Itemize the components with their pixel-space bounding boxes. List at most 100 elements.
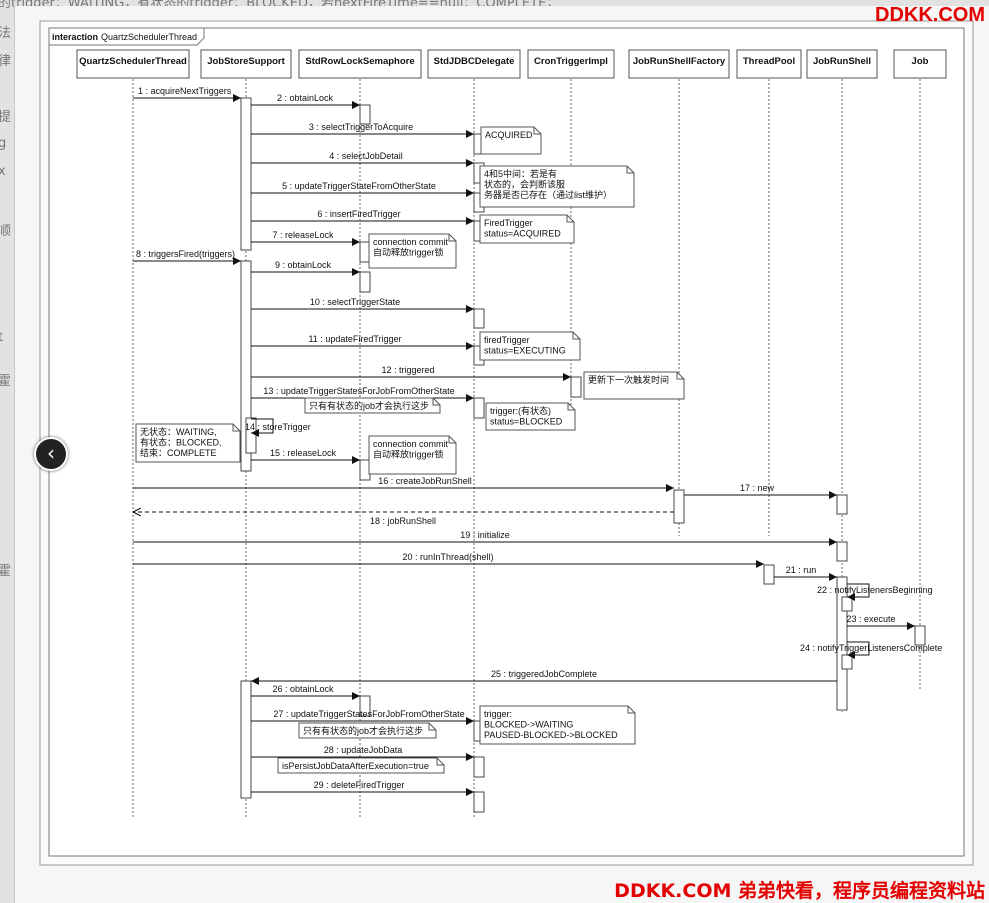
background-text-line: 法 [0,26,12,41]
message-arrow [847,583,870,601]
message: 14 : storeTrigger [245,418,311,437]
note-text: ACQUIRED [485,130,533,140]
lifelines [132,75,921,818]
note-text: FiredTrigger [484,218,533,228]
participant-label: QuartzSchedulerThread [79,56,187,67]
note-box [479,165,635,208]
note: 只有有状态的job才会执行这步 [304,397,441,414]
note-box [479,705,636,745]
participant-box [427,49,521,79]
participant-label: StdJDBCDelegate [434,56,515,67]
note-box [479,214,575,244]
activation-bar [359,695,371,717]
message-label: 21 : run [786,565,817,575]
participant-box [527,49,615,79]
frame-label-keyword: interaction [52,32,98,42]
message-label: 1 : acquireNextTriggers [138,86,232,96]
message: 21 : run [774,565,837,581]
note-text: 只有有状态的job才会执行这步 [309,400,429,411]
message: 12 : triggered [251,365,571,381]
note-fold [566,215,574,223]
note: trigger:BLOCKED->WAITINGPAUSED-BLOCKED->… [479,705,636,745]
activation-bar [473,397,485,419]
message-label: 13 : updateTriggerStatesForJobFromOtherS… [263,386,454,396]
message-label: 25 : triggeredJobComplete [491,669,597,679]
note-box [583,371,685,400]
background-text-line: 提 [0,110,12,125]
note-text: trigger:(有状态) [490,405,551,416]
note-text: 有状态：BLOCKED, [140,437,222,448]
note-fold [533,127,541,135]
frame-label-box [48,27,205,46]
message-label: 22 : notifyListenersBeginning [817,585,933,595]
frame-label-name: QuartzSchedulerThread [101,32,197,42]
message: 1 : acquireNextTriggers [133,86,241,102]
note-fold [572,332,580,340]
note-text: isPersistJobDataAfterExecution=true [282,761,429,771]
message-label: 9 : obtainLock [275,260,332,270]
note-box [135,423,241,463]
note-box [277,757,445,774]
previous-image-button[interactable]: ‹ [34,437,68,471]
activation-bar [473,308,485,329]
message: 11 : updateFiredTrigger [251,334,474,350]
message-label: 11 : updateFiredTrigger [308,334,401,344]
message: 20 : runInThread(shell) [133,552,764,568]
message-label: 19 : initialize [460,530,510,540]
background-text-line: g [0,136,7,151]
message: 24 : notifyTriggerListenersComplete [800,641,942,659]
participant-label: Job [912,56,929,67]
message-label: 7 : releaseLock [272,230,334,240]
note-text: 更新下一次触发时间 [588,374,669,385]
participant-label: ThreadPool [743,56,795,67]
note-text: 状态的，会判断该服 [484,179,565,190]
message: 18 : jobRunShell [133,512,674,526]
activation-bar [570,376,582,398]
activation-bar [763,564,775,585]
participant-box [893,49,947,79]
message-label: 28 : updateJobData [324,745,403,755]
note-text: status=EXECUTING [484,346,566,356]
activation-bar [240,260,252,472]
background-text-line: x [0,164,6,179]
participant-label: StdRowLockSemaphore [305,56,414,67]
note-box [368,233,457,269]
activation-bar [836,576,848,711]
note-text: connection commit [373,439,449,449]
message: 4 : selectJobDetail [251,151,474,167]
background-text-line: 顺 [0,224,12,239]
activation-bar [359,271,371,293]
message-label: 29 : deleteFiredTrigger [314,780,405,790]
activation-bar [673,489,685,524]
participant-box [806,49,878,79]
note-fold [232,424,240,432]
message: 9 : obtainLock [251,260,360,276]
note-box [304,397,441,414]
watermark-top: DDKK.COM [875,4,985,26]
background-text-line: t [0,330,4,345]
note-fold [448,436,456,444]
activation-bar [240,97,252,251]
message: 5 : updateTriggerStateFromOtherState [251,181,474,197]
message-label: 5 : updateTriggerStateFromOtherState [282,181,436,191]
message: 6 : insertFiredTrigger [251,209,474,225]
message: 25 : triggeredJobComplete [251,669,837,685]
participant-label: CronTriggerImpl [534,56,608,67]
message: 19 : initialize [133,530,837,546]
message: 10 : selectTriggerState [251,297,474,313]
message: 27 : updateTriggerStatesForJobFromOtherS… [251,709,474,725]
message-label: 2 : obtainLock [277,93,334,103]
note-fold [448,234,456,242]
note: 只有有状态的job才会执行这步 [298,722,437,739]
message-label: 23 : execute [846,614,895,624]
note-box [485,402,576,431]
note-fold [567,403,575,411]
background-text-line: 霍 [0,564,12,579]
activation-bar [473,791,485,813]
